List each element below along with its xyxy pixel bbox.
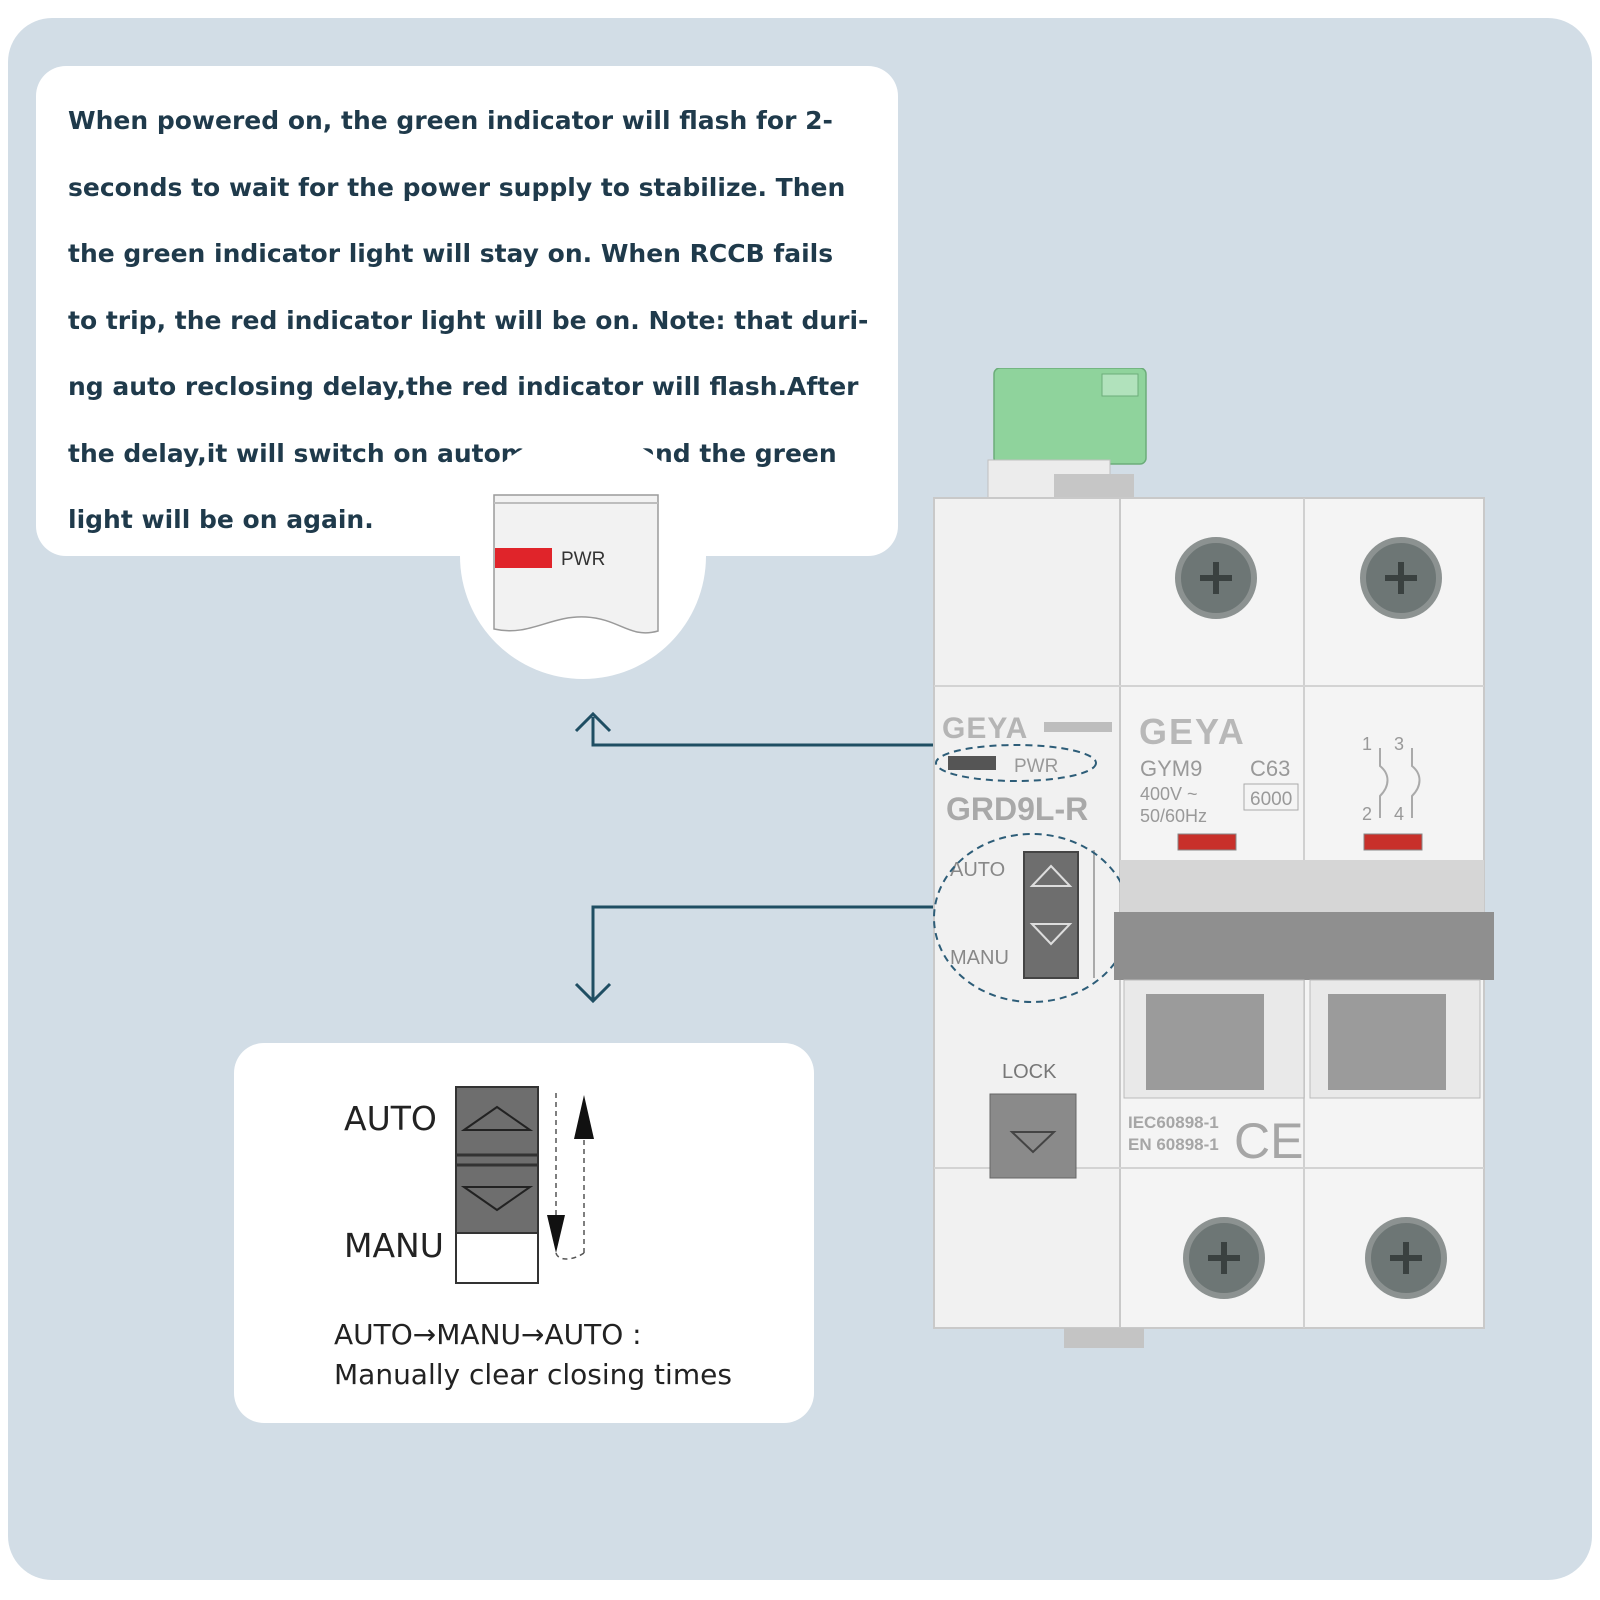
mode-switch-caption: AUTO→MANU→AUTO : Manually clear closing … [334, 1315, 732, 1395]
breaker-device: GEYA PWR GRD9L-R AUTO MANU LOCK GEYA GYM… [933, 368, 1494, 1348]
breaker-rating: C63 [1250, 756, 1290, 781]
switch-connector-arrowhead [574, 982, 612, 1004]
description-line: ng auto reclosing delay,the red indicato… [68, 372, 859, 401]
description-line: to trip, the red indicator light will be… [68, 305, 869, 335]
down-arrow-icon [547, 1215, 565, 1253]
breaking-capacity: 6000 [1250, 789, 1292, 810]
description-line: the green indicator light will stay on. … [68, 239, 834, 268]
description-line: When powered on, the green indicator wil… [68, 106, 833, 135]
pwr-zoom-label: PWR [561, 549, 605, 570]
ce-mark: CE [1234, 1113, 1303, 1169]
up-arrow-icon [574, 1095, 594, 1139]
up-triangle-icon [460, 1105, 534, 1131]
terminal-number: 1 [1362, 734, 1372, 754]
breaker-indicator-right [1363, 833, 1423, 851]
switch-connector-line [591, 905, 936, 1000]
pwr-indicator [948, 756, 996, 770]
down-triangle-icon [460, 1186, 534, 1212]
description-callout: When powered on, the green indicator wil… [36, 66, 898, 556]
screw-icon [1175, 537, 1257, 619]
connector-arrows [574, 711, 936, 1004]
pwr-zoom-bubble: PWR [460, 433, 706, 679]
switch-slider [455, 1086, 539, 1234]
description-line: the delay,it will switch on automaticall… [68, 438, 837, 468]
pwr-red-indicator [495, 548, 552, 568]
auto-label-device: AUTO [950, 859, 1005, 881]
caption-line: Manually clear closing times [334, 1358, 732, 1391]
model-label: GRD9L-R [946, 791, 1088, 827]
screw-icon [1183, 1217, 1265, 1299]
lock-label: LOCK [1002, 1061, 1057, 1083]
mode-switch-callout: AUTO MANU AUTO→MANU→AUTO : Manually clea… [234, 1043, 814, 1423]
description-line: seconds to wait for the power supply to … [68, 172, 846, 202]
terminal-number: 2 [1362, 804, 1372, 824]
lock-slider[interactable] [989, 1093, 1077, 1179]
breaker-indicator-left [1177, 833, 1237, 851]
description-line: light will be on again. [68, 505, 374, 534]
caption-line: AUTO→MANU→AUTO : [334, 1318, 642, 1351]
pwr-zoom-illustration: PWR [493, 494, 659, 634]
background-panel: When powered on, the green indicator wil… [8, 18, 1592, 1580]
pwr-connector-line [591, 717, 936, 747]
description-text: When powered on, the green indicator wil… [68, 88, 908, 554]
breaker-model: GYM9 [1140, 756, 1202, 781]
screw-icon [1365, 1217, 1447, 1299]
breaker-handle[interactable] [1114, 912, 1494, 980]
frequency-label: 50/60Hz [1140, 806, 1207, 826]
standard-label: IEC60898-1 [1128, 1113, 1219, 1132]
auto-label: AUTO [344, 1099, 437, 1138]
brand-logo: GEYA [1139, 711, 1246, 752]
terminal-number: 4 [1394, 804, 1404, 824]
manu-label-device: MANU [950, 947, 1009, 969]
terminal-number: 3 [1394, 734, 1404, 754]
auto-manu-switch[interactable] [1023, 851, 1079, 979]
mode-switch-diagram [455, 1086, 594, 1284]
brand-logo-small: GEYA [942, 712, 1028, 745]
pwr-connector-arrowhead [574, 711, 612, 733]
manu-label: MANU [344, 1226, 444, 1265]
voltage-label: 400V ~ [1140, 784, 1198, 804]
pwr-label: PWR [1014, 756, 1058, 777]
screw-icon [1360, 537, 1442, 619]
standard-label: EN 60898-1 [1128, 1135, 1219, 1154]
